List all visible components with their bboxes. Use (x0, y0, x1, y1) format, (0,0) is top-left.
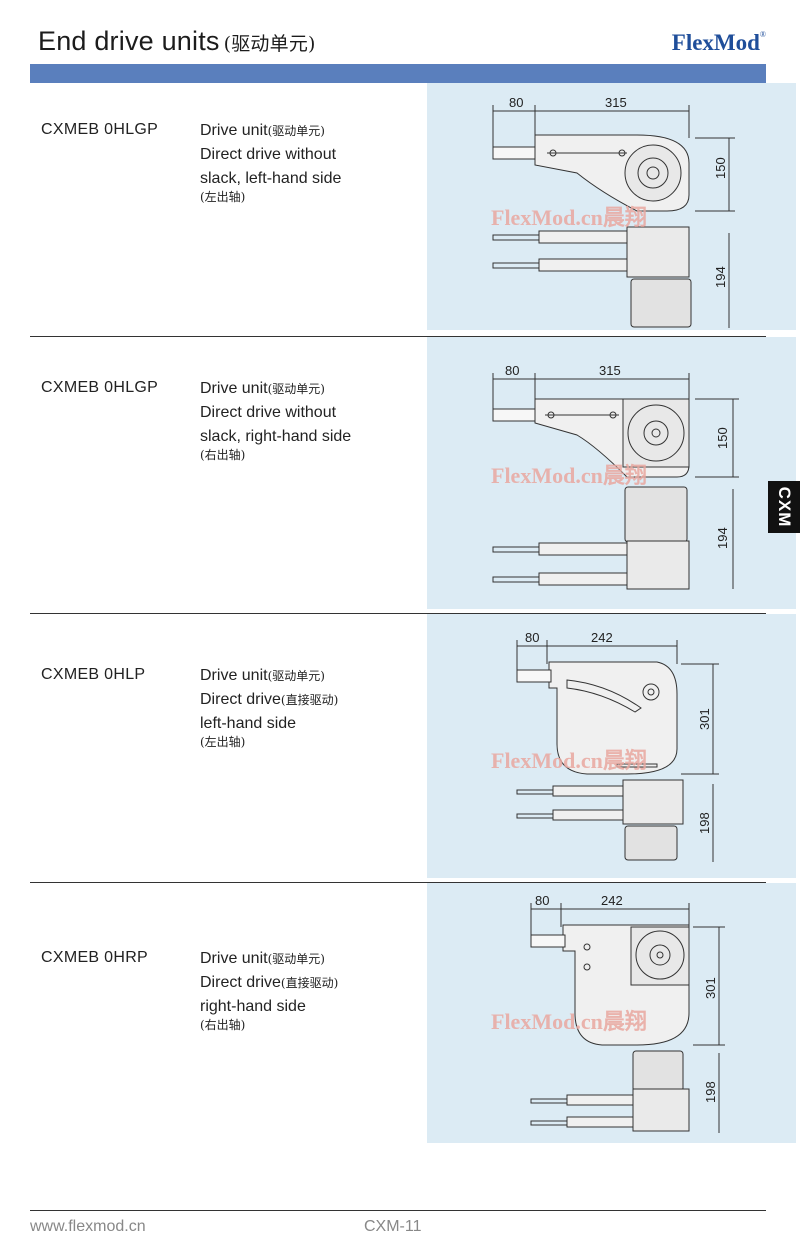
section-tab-label: CXM (775, 486, 794, 528)
watermark: FlexMod.cn晨翔 (491, 748, 647, 773)
dim-d: 198 (697, 812, 712, 834)
drawing-panel: 80 242 301 198 FlexMod.cn晨翔 (427, 883, 796, 1143)
drive-type: Direct drive without (200, 146, 337, 163)
dim-c: 150 (713, 157, 728, 179)
row-divider (30, 613, 766, 614)
footer-divider (30, 1210, 766, 1211)
drawing-panel: 80 315 150 194 FlexMod.cn晨翔 (427, 83, 796, 330)
watermark: FlexMod.cn晨翔 (491, 1009, 647, 1034)
page-title-cn: (驱动单元) (223, 33, 316, 55)
product-description: Drive unit(驱动单元) Direct drive(直接驱动) left… (200, 664, 338, 749)
product-description: Drive unit(驱动单元) Direct drive without sl… (200, 119, 341, 204)
drawing-panel: 80 242 301 198 FlexMod.cn晨翔 (427, 614, 796, 878)
watermark: FlexMod.cn晨翔 (491, 205, 647, 230)
product-description: Drive unit(驱动单元) Direct drive without sl… (200, 377, 351, 462)
drive-type: Direct drive without (200, 404, 337, 421)
product-row-3: CXMEB 0HLP Drive unit(驱动单元) Direct drive… (30, 614, 796, 882)
unit-label-cn: (驱动单元) (267, 669, 325, 683)
technical-drawing: 80 315 150 194 FlexMod.cn晨翔 (491, 95, 735, 328)
technical-drawing: 80 242 301 198 FlexMod.cn晨翔 (491, 630, 719, 862)
footer-url[interactable]: www.flexmod.cn (30, 1218, 146, 1235)
product-code: CXMEB 0HLGP (41, 379, 159, 396)
row-divider (30, 882, 766, 883)
drive-type: Direct drive (200, 691, 281, 708)
unit-label: Drive unit (200, 122, 268, 139)
drive-side: slack, left-hand side (200, 170, 342, 187)
drive-type-cn: (直接驱动) (280, 693, 339, 707)
drive-side: slack, right-hand side (200, 428, 352, 445)
dim-b: 315 (605, 95, 627, 110)
product-row-4: CXMEB 0HRP Drive unit(驱动单元) Direct drive… (30, 883, 796, 1145)
brand-mark: ® (759, 30, 766, 39)
row-divider (30, 336, 766, 337)
product-code: CXMEB 0HLP (41, 666, 146, 683)
dim-c: 150 (715, 427, 730, 449)
watermark: FlexMod.cn晨翔 (491, 463, 647, 488)
page-number: CXM-11 (364, 1218, 422, 1235)
technical-drawing: 80 315 150 194 FlexMod.cn晨翔 (491, 363, 739, 590)
product-code: CXMEB 0HLGP (41, 121, 159, 138)
drawing-panel: 80 315 150 194 FlexMod.cn晨翔 (427, 337, 796, 609)
unit-label-cn: (驱动单元) (267, 124, 325, 138)
product-row-2: CXMEB 0HLGP Drive unit(驱动单元) Direct driv… (30, 337, 796, 613)
page-title: End drive units(驱动单元) (38, 26, 316, 57)
brand-name: FlexMod (671, 30, 760, 55)
dim-a: 80 (535, 893, 549, 908)
dim-c: 301 (703, 977, 718, 999)
drive-side-cn: (左出轴) (200, 190, 246, 204)
unit-label-cn: (驱动单元) (267, 952, 325, 966)
product-code: CXMEB 0HRP (41, 949, 149, 966)
drive-side: left-hand side (200, 715, 297, 732)
dim-b: 315 (599, 363, 621, 378)
dim-a: 80 (525, 630, 539, 645)
drive-type-cn: (直接驱动) (280, 976, 339, 990)
dim-c: 301 (697, 708, 712, 730)
drive-side: right-hand side (200, 998, 306, 1015)
unit-label: Drive unit (200, 380, 268, 397)
header-bar (30, 64, 766, 83)
unit-label: Drive unit (200, 950, 268, 967)
dim-b: 242 (591, 630, 613, 645)
drive-side-cn: (右出轴) (200, 1018, 246, 1032)
dim-d: 194 (713, 266, 728, 288)
dim-d: 194 (715, 527, 730, 549)
product-description: Drive unit(驱动单元) Direct drive(直接驱动) righ… (200, 947, 338, 1032)
dim-b: 242 (601, 893, 623, 908)
dim-d: 198 (703, 1081, 718, 1103)
page-title-text: End drive units (38, 26, 220, 56)
dim-a: 80 (509, 95, 523, 110)
brand-logo: FlexMod® (672, 30, 766, 56)
drive-type: Direct drive (200, 974, 281, 991)
unit-label-cn: (驱动单元) (267, 382, 325, 396)
technical-drawing: 80 242 301 198 FlexMod.cn晨翔 (491, 893, 725, 1133)
drive-side-cn: (左出轴) (200, 735, 246, 749)
drive-side-cn: (右出轴) (200, 448, 246, 462)
unit-label: Drive unit (200, 667, 268, 684)
section-tab[interactable]: CXM (768, 481, 800, 533)
product-row-1: CXMEB 0HLGP Drive unit(驱动单元) Direct driv… (30, 83, 796, 336)
dim-a: 80 (505, 363, 519, 378)
